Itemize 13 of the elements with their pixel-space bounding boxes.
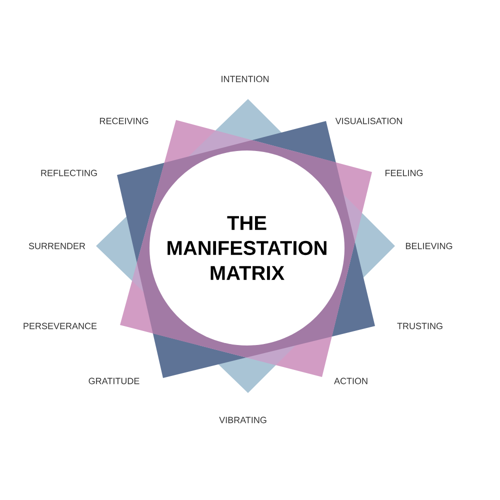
step-label: INTENTION xyxy=(222,76,269,82)
step-label: SURRENDER xyxy=(28,242,86,250)
circle-node: THE MANIFESTATION MATRIX xyxy=(150,150,344,346)
step-label: PERSEVERANCE xyxy=(24,322,97,330)
step-label: BELIEVING xyxy=(406,242,452,250)
step-label: VIBRATING xyxy=(219,416,266,424)
step-label: TRUSTING xyxy=(397,322,442,330)
step-label: VISUALISATION xyxy=(335,118,402,124)
step-label: RECEIVING xyxy=(100,118,148,124)
step-label: FEELING xyxy=(386,170,423,176)
step-label: REFLECTING xyxy=(41,170,97,176)
step-label: ACTION xyxy=(334,378,368,384)
step-label: GRATITUDE xyxy=(88,378,140,384)
